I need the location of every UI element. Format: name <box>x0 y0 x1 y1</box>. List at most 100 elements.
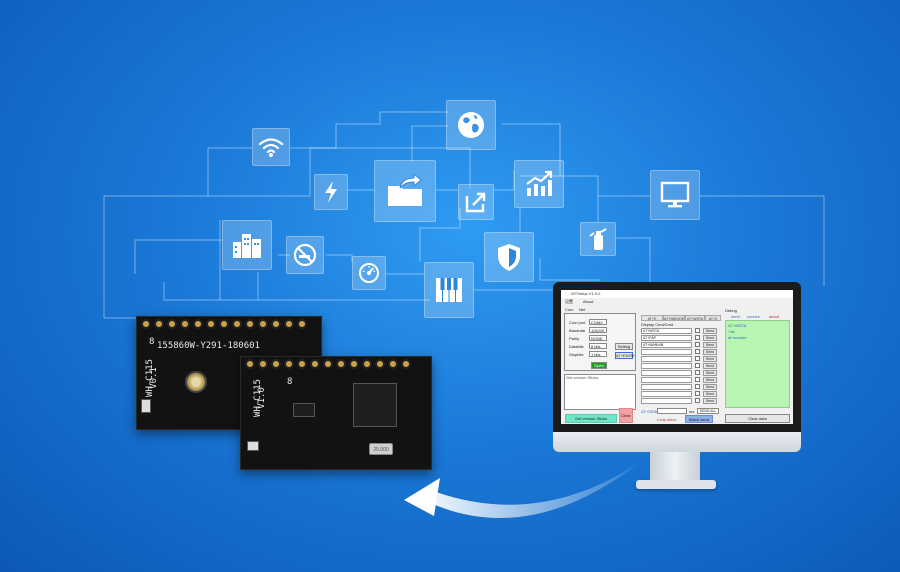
send-button[interactable]: Send <box>703 349 717 355</box>
pin-header <box>137 317 321 333</box>
parity-select[interactable]: NONE <box>589 335 607 341</box>
cmd-tab[interactable]: AT+WSTA <box>685 315 705 321</box>
debug-tab-about[interactable]: about <box>769 314 780 319</box>
growth-chart-icon <box>514 160 564 208</box>
monitor-stand-base <box>636 480 716 489</box>
tab-net[interactable]: Net <box>579 307 586 312</box>
send-button[interactable]: Send <box>703 335 717 341</box>
field-label: Stopbits <box>569 352 584 357</box>
mcu-chip <box>353 383 397 427</box>
smd-part <box>293 403 315 417</box>
city-buildings-icon <box>222 220 272 270</box>
send-input[interactable] <box>657 408 687 414</box>
send-button[interactable]: Send <box>703 391 717 397</box>
smd-part <box>141 399 151 413</box>
cmd-row[interactable] <box>641 398 692 404</box>
send-button[interactable]: Send <box>703 377 717 383</box>
at-send-label: AT+SEND <box>641 409 660 414</box>
silk-serial: 155860W-Y291-180601 <box>157 341 260 351</box>
cmd-checkbox[interactable] <box>695 384 700 389</box>
cmd-checkbox[interactable] <box>695 342 700 347</box>
cmd-tab[interactable]: AT+WMODE <box>663 315 685 321</box>
app-window: WTSetup V1.0.0 设置 About Com Net Com port… <box>561 290 793 424</box>
cmd-checkbox[interactable] <box>695 391 700 396</box>
front-board: 8 WH-C115 V1.0 25.000 <box>240 356 432 470</box>
receive-line: at+wmode <box>728 335 747 340</box>
send-all-checkbox[interactable]: SEND ALL <box>697 408 719 414</box>
export-icon <box>458 184 494 220</box>
silk-digit: 8 <box>149 337 155 347</box>
cmd-checkbox[interactable] <box>695 356 700 361</box>
field-label: Databits <box>569 344 584 349</box>
loop-send-checkbox[interactable]: Loop send <box>657 417 676 422</box>
entm-button[interactable]: AT+ENTM <box>615 352 635 359</box>
cmd-checkbox[interactable] <box>695 370 700 375</box>
silk-digit: 8 <box>287 377 293 387</box>
cmd-checkbox[interactable] <box>695 328 700 333</box>
setting-button[interactable]: Setting <box>615 343 633 350</box>
tab-com[interactable]: Com <box>565 307 574 312</box>
folder-share-icon <box>374 160 436 222</box>
field-label: Com port <box>569 320 586 325</box>
cmd-row[interactable]: AT+WSTA <box>641 328 692 334</box>
receive-line: AT+WSTA <box>728 323 747 328</box>
cmd-row[interactable] <box>641 349 692 355</box>
piano-keys-icon <box>424 262 474 318</box>
cmd-row[interactable] <box>641 370 692 376</box>
smd-part <box>247 441 259 451</box>
monitor-chin <box>553 432 801 452</box>
cmd-list: AT+WSTA AT+PAP AT+WANN/N <box>641 328 725 408</box>
serial-settings-panel <box>564 313 636 371</box>
fire-extinguisher-icon <box>580 222 616 256</box>
com-port-select[interactable]: COM5 <box>589 319 607 325</box>
send-button[interactable]: Send <box>703 370 717 376</box>
clear-button[interactable]: Clear <box>619 408 633 423</box>
log-caption: Get version Sticks <box>566 375 599 380</box>
menu-bar: 设置 About <box>561 298 793 305</box>
send-button[interactable]: Send <box>703 398 717 404</box>
wifi-icon <box>252 128 290 166</box>
stopbits-select[interactable]: 1 bits <box>589 351 607 357</box>
send-button[interactable]: Send <box>703 356 717 362</box>
send-button[interactable]: Send <box>703 384 717 390</box>
databits-select[interactable]: 8 bits <box>589 343 607 349</box>
open-button[interactable]: Open <box>591 362 607 369</box>
send-button[interactable]: Send <box>703 342 717 348</box>
cmd-row[interactable] <box>641 384 692 390</box>
cmd-row[interactable] <box>641 363 692 369</box>
receive-area[interactable]: AT+WSTA +ok at+wmode <box>725 320 790 408</box>
baudrate-select[interactable]: 115200 <box>589 327 607 333</box>
debug-tab-receive[interactable]: receive <box>747 314 760 319</box>
monitor-icon <box>650 170 700 220</box>
cmd-checkbox[interactable] <box>695 349 700 354</box>
menu-about[interactable]: About <box>583 299 594 304</box>
menu-settings[interactable]: 设置 <box>565 299 573 304</box>
cmd-header: Display Cmd/Cmd <box>641 322 674 327</box>
cmd-checkbox[interactable] <box>695 363 700 368</box>
batch-send-button[interactable]: Batch send <box>685 415 713 423</box>
crystal-oscillator: 25.000 <box>369 443 393 455</box>
download-button[interactable]: Get version Sticks <box>565 414 617 423</box>
cmd-row[interactable]: AT+PAP <box>641 335 692 341</box>
clear-data-button[interactable]: Clear data <box>725 414 790 423</box>
monitor: WTSetup V1.0.0 设置 About Com Net Com port… <box>553 282 801 452</box>
cmd-row[interactable]: AT+WANN/N <box>641 342 692 348</box>
cmd-checkbox[interactable] <box>695 335 700 340</box>
cmd-tab[interactable]: AT+E <box>641 315 663 321</box>
send-button[interactable]: Send <box>703 363 717 369</box>
cmd-row[interactable] <box>641 391 692 397</box>
receive-line: +ok <box>728 329 735 334</box>
cmd-checkbox[interactable] <box>695 377 700 382</box>
cmd-checkbox[interactable] <box>695 398 700 403</box>
pin-header <box>241 357 431 373</box>
debug-tab-send[interactable]: send <box>731 314 740 319</box>
send-button[interactable]: Send <box>703 328 717 334</box>
cmd-row[interactable] <box>641 356 692 362</box>
cmd-row[interactable] <box>641 377 692 383</box>
cmd-tab[interactable]: AT+Z <box>705 315 721 321</box>
field-label: Parity <box>569 336 580 341</box>
gauge-icon <box>352 256 386 290</box>
no-smoking-sign-icon <box>286 236 324 274</box>
